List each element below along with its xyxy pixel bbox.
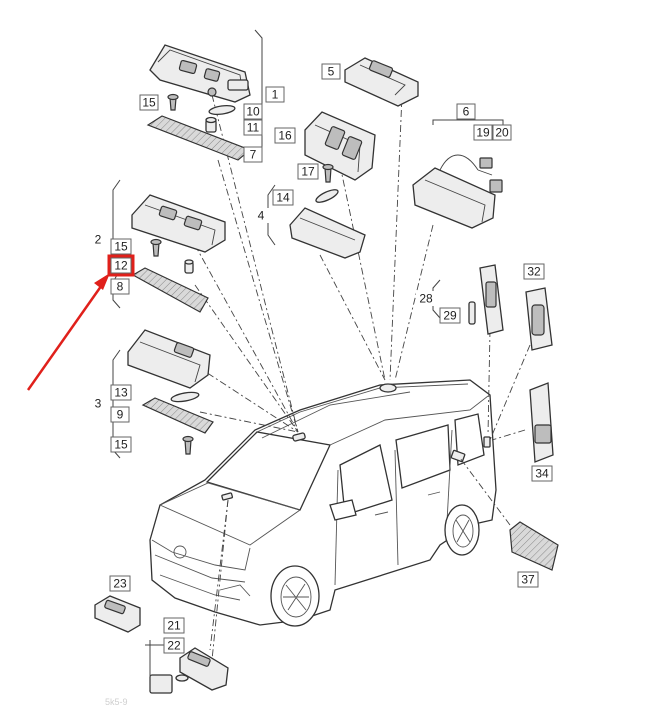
red-arrow-head bbox=[94, 273, 110, 290]
svg-text:10: 10 bbox=[246, 105, 260, 119]
label-37: 37 bbox=[517, 571, 539, 588]
label-3: 3 bbox=[92, 396, 106, 411]
part-connector-20 bbox=[489, 179, 503, 193]
svg-text:5: 5 bbox=[328, 65, 335, 79]
label-5: 5 bbox=[321, 63, 341, 80]
svg-text:22: 22 bbox=[167, 639, 181, 653]
label-17: 17 bbox=[297, 163, 319, 180]
svg-text:29: 29 bbox=[443, 309, 457, 323]
svg-text:1: 1 bbox=[272, 88, 279, 102]
label-4: 4 bbox=[255, 208, 269, 223]
label-28: 28 bbox=[416, 291, 436, 306]
part-screw-15c bbox=[182, 435, 194, 455]
part-bulb-11 bbox=[205, 116, 217, 133]
label-1: 1 bbox=[265, 86, 285, 103]
part-lens-9 bbox=[141, 397, 214, 434]
part-lamp-5 bbox=[344, 57, 419, 107]
svg-text:28: 28 bbox=[419, 292, 433, 306]
part-roof-console-3 bbox=[127, 329, 211, 389]
part-bulb-29 bbox=[468, 301, 476, 325]
part-bulb-14 bbox=[315, 189, 339, 203]
label-2: 2 bbox=[92, 232, 106, 247]
part-roof-console-2 bbox=[131, 194, 226, 253]
svg-text:9: 9 bbox=[117, 408, 124, 422]
svg-text:15: 15 bbox=[142, 96, 156, 110]
label-9: 9 bbox=[110, 406, 130, 423]
svg-text:6: 6 bbox=[463, 105, 470, 119]
part-lamp-37 bbox=[509, 521, 559, 571]
part-bulb-12 bbox=[184, 259, 194, 274]
label-21: 21 bbox=[163, 617, 185, 634]
label-20: 20 bbox=[492, 124, 512, 141]
part-lamp-6 bbox=[412, 154, 496, 229]
part-bulb-13 bbox=[170, 391, 200, 403]
part-bulb-10 bbox=[208, 104, 236, 116]
label-23: 23 bbox=[109, 575, 131, 592]
svg-text:17: 17 bbox=[301, 165, 315, 179]
label-22: 22 bbox=[163, 637, 185, 654]
svg-text:21: 21 bbox=[167, 619, 181, 633]
label-12: 12 bbox=[110, 257, 132, 274]
red-arrow bbox=[26, 281, 106, 391]
label-19: 19 bbox=[473, 124, 493, 141]
svg-text:13: 13 bbox=[114, 386, 128, 400]
part-lamp-28 bbox=[479, 264, 504, 335]
label-32: 32 bbox=[523, 263, 545, 280]
svg-text:8: 8 bbox=[117, 280, 124, 294]
part-switch-21 bbox=[179, 647, 229, 691]
label-7: 7 bbox=[243, 146, 263, 163]
svg-text:2: 2 bbox=[95, 233, 102, 247]
label-15c: 15 bbox=[110, 436, 132, 453]
label-15a: 15 bbox=[139, 94, 159, 111]
highlight-box-12 bbox=[107, 254, 135, 277]
svg-text:12: 12 bbox=[114, 259, 128, 273]
label-10: 10 bbox=[243, 103, 263, 120]
svg-text:14: 14 bbox=[276, 191, 290, 205]
label-13: 13 bbox=[110, 384, 132, 401]
leader-lines bbox=[194, 94, 531, 661]
svg-text:32: 32 bbox=[527, 265, 541, 279]
label-6: 6 bbox=[456, 103, 476, 120]
label-14: 14 bbox=[272, 189, 294, 206]
part-screw-15b bbox=[150, 238, 162, 257]
label-15b: 15 bbox=[110, 238, 132, 255]
svg-text:15: 15 bbox=[114, 240, 128, 254]
part-connector-19 bbox=[479, 157, 493, 169]
svg-text:15: 15 bbox=[114, 438, 128, 452]
part-labels: 1 15 10 11 7 5 16 17 14 4 6 19 20 2 15 1… bbox=[92, 63, 553, 654]
part-lens-7 bbox=[146, 115, 252, 161]
part-lamp-22 bbox=[149, 674, 189, 694]
svg-text:19: 19 bbox=[476, 126, 490, 140]
label-29: 29 bbox=[439, 307, 461, 324]
svg-text:4: 4 bbox=[258, 209, 265, 223]
label-11: 11 bbox=[243, 119, 263, 136]
svg-text:3: 3 bbox=[95, 397, 102, 411]
label-8: 8 bbox=[110, 278, 130, 295]
highlight-annotation bbox=[26, 254, 135, 391]
svg-text:37: 37 bbox=[521, 573, 535, 587]
watermark-text: 5k5-9 bbox=[105, 697, 128, 707]
part-lens-8 bbox=[131, 267, 209, 313]
part-lamp-4 bbox=[289, 207, 366, 259]
svg-text:16: 16 bbox=[278, 129, 292, 143]
part-screw-15a bbox=[167, 93, 179, 111]
svg-text:34: 34 bbox=[535, 467, 549, 481]
label-16: 16 bbox=[274, 127, 296, 144]
part-roof-console bbox=[149, 44, 251, 103]
svg-text:23: 23 bbox=[113, 577, 127, 591]
part-lamp-34 bbox=[529, 382, 554, 463]
part-screw-17 bbox=[322, 163, 334, 183]
svg-text:20: 20 bbox=[495, 126, 509, 140]
part-switch-23 bbox=[94, 595, 141, 633]
part-lamp-32 bbox=[525, 287, 553, 351]
vehicle-illustration bbox=[149, 379, 497, 627]
part-housing-16 bbox=[304, 111, 376, 181]
svg-text:11: 11 bbox=[247, 121, 260, 135]
svg-text:7: 7 bbox=[250, 148, 257, 162]
label-34: 34 bbox=[531, 465, 553, 482]
